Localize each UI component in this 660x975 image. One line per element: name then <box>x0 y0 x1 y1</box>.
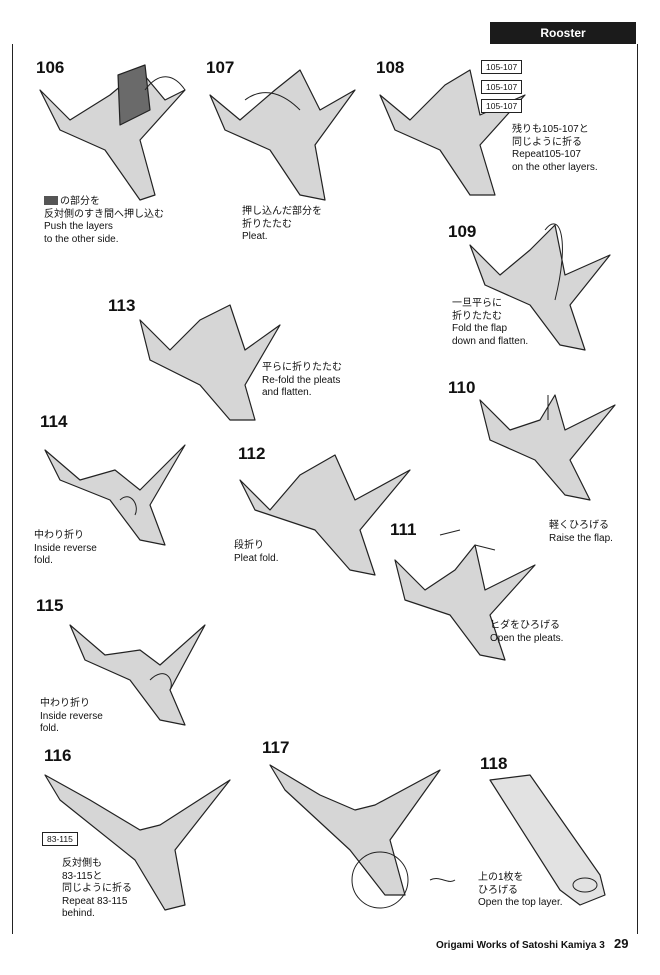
step-number-115: 115 <box>36 596 64 615</box>
caption-106: の部分を 反対側のすき間へ押し込む Push the layers to the… <box>44 196 164 245</box>
caption-112: 段折り Pleat fold. <box>234 540 279 564</box>
step-number-112: 112 <box>238 444 266 463</box>
caption-118: 上の1枚を ひろげる Open the top layer. <box>478 872 563 908</box>
caption-113: 平らに折りたたむ Re-fold the pleats and flatten. <box>262 362 342 398</box>
step-109-figure <box>469 224 611 351</box>
reference-box-108-b: 105-107 <box>481 80 523 94</box>
step-117-figure <box>269 764 441 896</box>
step-number-106: 106 <box>36 58 65 77</box>
step-number-117: 117 <box>262 738 290 757</box>
shaded-area-swatch <box>44 196 58 205</box>
section-tab: Rooster <box>490 22 636 44</box>
page-number: 29 <box>614 936 629 951</box>
reference-box-108-a: 105-107 <box>481 60 523 74</box>
caption-110: 軽くひろげる Raise the flap. <box>549 520 613 544</box>
step-114-figure <box>44 444 186 546</box>
step-number-111: 111 <box>390 520 417 539</box>
step-number-114: 114 <box>40 412 68 431</box>
step-number-113: 113 <box>108 296 136 315</box>
caption-108: 残りも105-107と 同じように折る Repeat105-107 on the… <box>512 124 598 173</box>
step-111-figure <box>394 544 536 661</box>
step-107-figure <box>209 69 356 201</box>
step-106-figure <box>39 69 186 201</box>
step-110-figure <box>479 394 616 501</box>
step-113-figure <box>139 304 281 421</box>
caption-109: 一旦平らに 折りたたむ Fold the flap down and flatt… <box>452 298 529 347</box>
step-number-118: 118 <box>480 754 508 773</box>
caption-114: 中わり折り Inside reverse fold. <box>34 530 97 566</box>
caption-116: 反対側も 83-115と 同じように折る Repeat 83-115 behin… <box>62 858 132 919</box>
caption-107: 押し込んだ部分を 折りたたむ Pleat. <box>242 206 322 242</box>
step-116-figure <box>44 774 231 911</box>
step-number-116: 116 <box>44 746 72 765</box>
page-frame <box>12 44 638 934</box>
step-number-110: 110 <box>448 378 476 397</box>
step-number-108: 108 <box>376 58 405 77</box>
step-112-figure <box>239 454 411 576</box>
step-118-figure <box>489 774 606 906</box>
step-number-109: 109 <box>448 222 477 241</box>
caption-115: 中わり折り Inside reverse fold. <box>40 698 103 734</box>
caption-111: ヒダをひろげる Open the pleats. <box>490 620 564 644</box>
book-title: Origami Works of Satoshi Kamiya 3 <box>436 940 605 951</box>
step-number-107: 107 <box>206 58 235 77</box>
reference-box-116: 83-115 <box>42 832 78 846</box>
step-108-figure <box>379 69 526 196</box>
reference-box-108-c: 105-107 <box>481 99 523 113</box>
